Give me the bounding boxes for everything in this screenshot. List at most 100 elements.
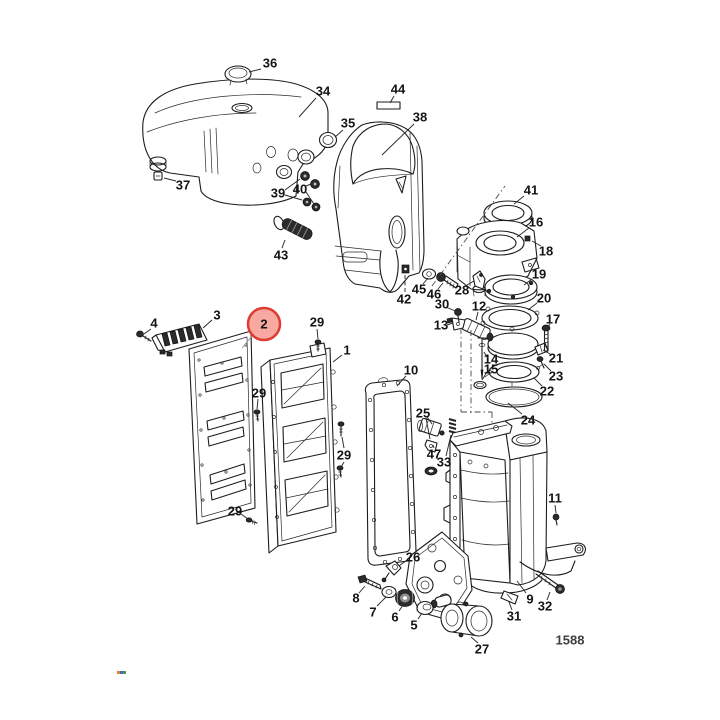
callout-leader-18: [531, 240, 542, 247]
callout-1[interactable]: 1: [343, 343, 350, 358]
part-roller-6: [395, 589, 415, 607]
part-top-cowl: [333, 121, 425, 293]
callout-leader-25: [425, 417, 431, 440]
callout-leader-13: [446, 322, 454, 326]
part-bolt-8: [357, 574, 382, 590]
part-reed-plate: [260, 342, 340, 554]
callout-41[interactable]: 41: [524, 183, 538, 198]
callout-leader-32: [546, 591, 551, 601]
part-washer-45: [421, 268, 437, 280]
callout-5[interactable]: 5: [410, 618, 417, 633]
callout-leader-47: [432, 444, 435, 449]
callout-26[interactable]: 26: [406, 550, 420, 565]
part-latch-handle: [273, 215, 313, 240]
part-clip: [153, 171, 163, 181]
callout-leader-36: [248, 68, 262, 73]
part-flag-31: [500, 590, 519, 605]
callout-43[interactable]: 43: [274, 248, 288, 263]
callout-4[interactable]: 4: [150, 316, 158, 331]
callout-leader-29-4: [340, 461, 345, 468]
callout-17[interactable]: 17: [546, 312, 560, 327]
callout-35[interactable]: 35: [341, 116, 355, 131]
part-reed-retainer: [151, 323, 208, 357]
callout-38[interactable]: 38: [413, 110, 427, 125]
callout-20[interactable]: 20: [537, 291, 551, 306]
callout-16[interactable]: 16: [529, 215, 543, 230]
callout-47[interactable]: 47: [427, 447, 441, 462]
callout-leader-12: [475, 311, 479, 321]
artifact-dot: [117, 671, 120, 674]
callout-leader-33: [445, 434, 452, 457]
callout-14[interactable]: 14: [484, 352, 499, 367]
callout-42[interactable]: 42: [397, 292, 411, 307]
callout-leader-2: [241, 335, 253, 349]
callout-29[interactable]: 29: [310, 315, 324, 330]
part-screw-18: [524, 235, 531, 242]
callout-leader-17: [546, 323, 551, 329]
callout-33[interactable]: 33: [437, 455, 451, 470]
callout-19[interactable]: 19: [532, 267, 546, 282]
callout-29-4[interactable]: 29: [337, 448, 351, 463]
callout-13[interactable]: 13: [434, 318, 448, 333]
callout-27[interactable]: 27: [475, 642, 489, 657]
callout-46[interactable]: 46: [427, 287, 441, 302]
callout-31[interactable]: 31: [507, 609, 521, 624]
callout-37[interactable]: 37: [176, 178, 190, 193]
callout-leader-1: [332, 354, 343, 363]
callout-leader-20: [527, 302, 538, 311]
callout-45[interactable]: 45: [412, 282, 426, 297]
callout-2[interactable]: 2: [260, 317, 267, 332]
part-pin-42: [401, 264, 410, 274]
callout-40[interactable]: 40: [293, 182, 307, 197]
diagram-number: 1588: [556, 633, 585, 648]
callout-18[interactable]: 18: [539, 244, 553, 259]
callout-22[interactable]: 22: [540, 384, 554, 399]
callout-leader-28: [466, 280, 475, 286]
artifact-dot: [120, 671, 123, 674]
callout-39[interactable]: 39: [271, 186, 285, 201]
callout-leader-10: [396, 375, 407, 387]
callout-29-3[interactable]: 29: [228, 504, 242, 519]
callout-leader-35: [334, 129, 344, 138]
callout-32[interactable]: 32: [538, 599, 552, 614]
callout-44[interactable]: 44: [391, 82, 406, 97]
alignment-dash-lines: [431, 185, 506, 424]
callout-leader-19: [523, 278, 533, 286]
callout-25[interactable]: 25: [416, 406, 430, 421]
callout-3[interactable]: 3: [213, 308, 220, 323]
callout-10[interactable]: 10: [404, 363, 418, 378]
callout-6[interactable]: 6: [391, 610, 398, 625]
callout-30[interactable]: 30: [435, 297, 449, 312]
callout-11[interactable]: 11: [548, 491, 562, 506]
callout-leader-40: [305, 191, 315, 205]
callout-21[interactable]: 21: [549, 351, 563, 366]
callout-24[interactable]: 24: [521, 413, 536, 428]
highlight-circle[interactable]: [246, 306, 282, 342]
callout-23[interactable]: 23: [549, 369, 563, 384]
callout-8[interactable]: 8: [352, 591, 359, 606]
part-screw-4: [136, 330, 152, 342]
callout-leader-41: [513, 195, 525, 205]
callout-leader-37: [163, 177, 177, 182]
callout-leader-25: [426, 416, 433, 425]
part-crankcase-block: [443, 417, 586, 594]
callout-28[interactable]: 28: [455, 283, 469, 298]
callout-34[interactable]: 34: [316, 84, 331, 99]
callout-9[interactable]: 9: [526, 592, 533, 607]
callout-29-2[interactable]: 29: [252, 386, 266, 401]
callout-leader-7: [376, 596, 387, 607]
callout-15[interactable]: 15: [484, 362, 498, 377]
part-screw-30: [454, 308, 462, 323]
callout-12[interactable]: 12: [472, 299, 486, 314]
callout-leader-15: [481, 371, 488, 381]
part-gasket: [364, 377, 417, 566]
callout-7[interactable]: 7: [369, 605, 376, 620]
callout-leader-21: [542, 349, 551, 355]
part-fitting-26: [381, 560, 402, 583]
callout-36[interactable]: 36: [263, 56, 277, 71]
callout-leader-26: [398, 559, 408, 567]
part-cap-5: [416, 600, 434, 616]
part-oring-24: [485, 386, 543, 408]
